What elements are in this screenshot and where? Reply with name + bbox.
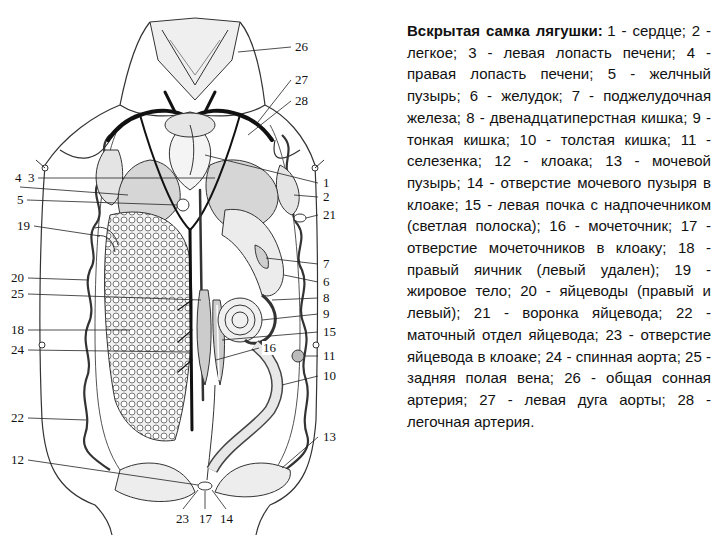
leader-lines — [304, 356, 318, 357]
leader-lines — [28, 418, 86, 420]
callout-number: 7 — [322, 257, 331, 271]
callout-number: 23 — [175, 512, 190, 526]
ovary — [105, 212, 192, 441]
blood-vessels — [178, 300, 192, 372]
leader-lines — [212, 490, 226, 509]
lower-jaw — [150, 18, 240, 100]
callout-number: 4 — [14, 171, 23, 185]
callout-number: 19 — [16, 219, 31, 233]
ovary — [105, 212, 192, 441]
skin-outline — [40, 22, 318, 535]
callout-number: 13 — [322, 430, 337, 444]
intestine — [225, 305, 255, 335]
leader-lines — [28, 278, 88, 280]
kidneys — [197, 290, 211, 385]
intestine — [218, 298, 262, 342]
callout-number: 5 — [16, 193, 25, 207]
callout-number: 14 — [219, 512, 234, 526]
heart — [165, 113, 215, 190]
callout-number: 17 — [198, 512, 213, 526]
stomach — [255, 245, 268, 268]
stomach — [222, 209, 284, 296]
bladder-and-cloaca — [198, 482, 212, 490]
callout-number: 15 — [322, 325, 337, 339]
oviducts — [294, 214, 306, 222]
leader-lines — [266, 258, 318, 264]
fat-body — [97, 236, 115, 252]
blood-vessels — [108, 92, 272, 430]
caption: 1 - сердце; 2 - легкое; 3 - левая лопаст… — [407, 22, 711, 430]
callout-number: 12 — [10, 453, 25, 467]
leader-lines — [216, 348, 259, 360]
pins — [315, 160, 324, 168]
lower-jaw — [162, 30, 228, 85]
bladder-and-cloaca — [115, 463, 195, 501]
callout-number: 26 — [294, 40, 309, 54]
leader-lines — [27, 200, 177, 205]
leader-lines — [205, 491, 206, 509]
leader-lines — [28, 330, 130, 331]
blood-vessels — [165, 92, 175, 112]
leader-lines — [284, 275, 318, 282]
bladder-and-cloaca — [115, 463, 290, 501]
leader-lines — [34, 226, 100, 236]
pins — [313, 342, 319, 348]
callout-number: 1 — [322, 176, 331, 190]
pins — [36, 160, 45, 168]
spleen — [292, 350, 304, 362]
callout-number: 28 — [294, 94, 309, 108]
callout-number: 18 — [10, 323, 25, 337]
callout-number: 25 — [10, 287, 25, 301]
intestine — [212, 295, 277, 470]
callout-number: 10 — [322, 369, 337, 383]
leader-lines — [294, 195, 318, 197]
callout-number: 8 — [322, 291, 331, 305]
leader-lines — [282, 437, 318, 468]
stomach — [222, 209, 284, 296]
callout-number: 20 — [10, 271, 25, 285]
leader-lines — [248, 101, 291, 135]
pins — [39, 342, 45, 348]
callout-number: 3 — [27, 171, 36, 185]
callout-number: 21 — [322, 208, 337, 222]
title: Вскрытая самка лягушки: — [407, 22, 603, 39]
callout-number: 11 — [322, 349, 337, 363]
leader-lines — [238, 47, 291, 52]
fat-body — [95, 227, 118, 252]
leader-lines — [258, 80, 291, 122]
body-cavity — [270, 125, 300, 470]
intestine — [212, 345, 277, 470]
leader-lines — [282, 376, 318, 385]
callout-number: 9 — [322, 307, 331, 321]
leader-lines — [28, 460, 198, 485]
gallbladder — [177, 199, 189, 211]
callout-number: 6 — [322, 275, 331, 289]
blood-vessels — [205, 92, 215, 112]
lungs — [276, 165, 299, 215]
intestine — [232, 312, 248, 328]
leader-lines — [262, 314, 318, 320]
intestine — [212, 345, 277, 470]
leader-lines — [222, 332, 318, 340]
leader-lines — [20, 187, 128, 195]
lower-jaw — [170, 40, 220, 75]
heart — [190, 125, 194, 175]
callout-number: 16 — [262, 341, 277, 355]
leader-lines — [38, 178, 215, 179]
leader-lines — [28, 294, 201, 300]
callout-number: 22 — [10, 411, 25, 425]
bladder-and-cloaca — [215, 463, 290, 497]
leader-lines — [20, 47, 318, 509]
leader-lines — [272, 298, 318, 300]
callout-number: 2 — [322, 190, 331, 204]
leader-lines — [205, 155, 318, 183]
leader-lines — [28, 350, 190, 352]
leader-lines — [183, 490, 198, 509]
legend-text: Вскрытая самка лягушки:1 - сердце; 2 - л… — [407, 20, 711, 432]
callout-number: 24 — [10, 343, 25, 357]
lower-jaw — [150, 18, 240, 100]
callout-number: 27 — [294, 73, 309, 87]
leader-lines — [306, 215, 318, 218]
